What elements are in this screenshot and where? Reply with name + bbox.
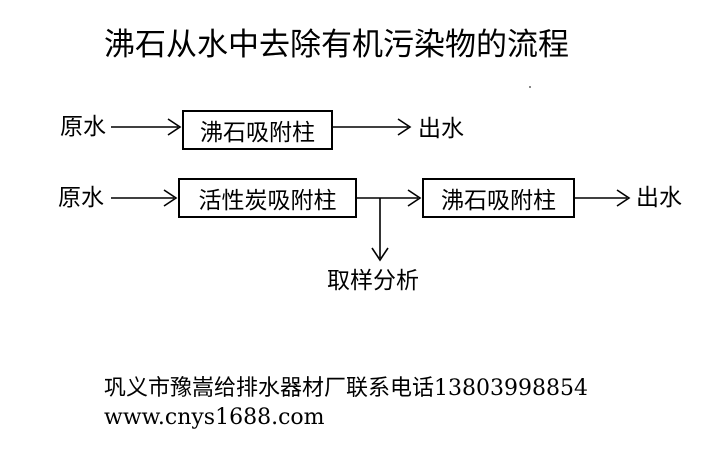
stray-dot bbox=[529, 86, 531, 88]
flow1-input-label: 原水 bbox=[60, 114, 106, 140]
arrow-zeolite-1-to-outlet bbox=[333, 118, 412, 136]
sampling-analysis-label: 取样分析 bbox=[327, 268, 419, 294]
flow2-input-label: 原水 bbox=[58, 185, 104, 211]
footer-website: www.cnys1688.com bbox=[104, 405, 325, 430]
arrow-raw-to-zeolite-1 bbox=[111, 118, 182, 136]
flow2-output-label: 出水 bbox=[636, 185, 682, 211]
flow1-zeolite-column-box: 沸石吸附柱 bbox=[182, 110, 333, 150]
flow2-zeolite-column-box: 沸石吸附柱 bbox=[422, 178, 575, 218]
flow1-output-label: 出水 bbox=[418, 116, 464, 142]
footer-contact: 巩义市豫嵩给排水器材厂联系电话13803998854 bbox=[104, 376, 588, 401]
arrow-carbon-to-zeolite-2 bbox=[357, 189, 422, 207]
arrow-sampling-branch bbox=[371, 198, 389, 262]
diagram-title: 沸石从水中去除有机污染物的流程 bbox=[104, 27, 569, 63]
arrow-raw-to-carbon bbox=[111, 189, 178, 207]
arrow-zeolite-2-to-outlet bbox=[575, 189, 631, 207]
flow2-carbon-column-box: 活性炭吸附柱 bbox=[178, 178, 357, 218]
